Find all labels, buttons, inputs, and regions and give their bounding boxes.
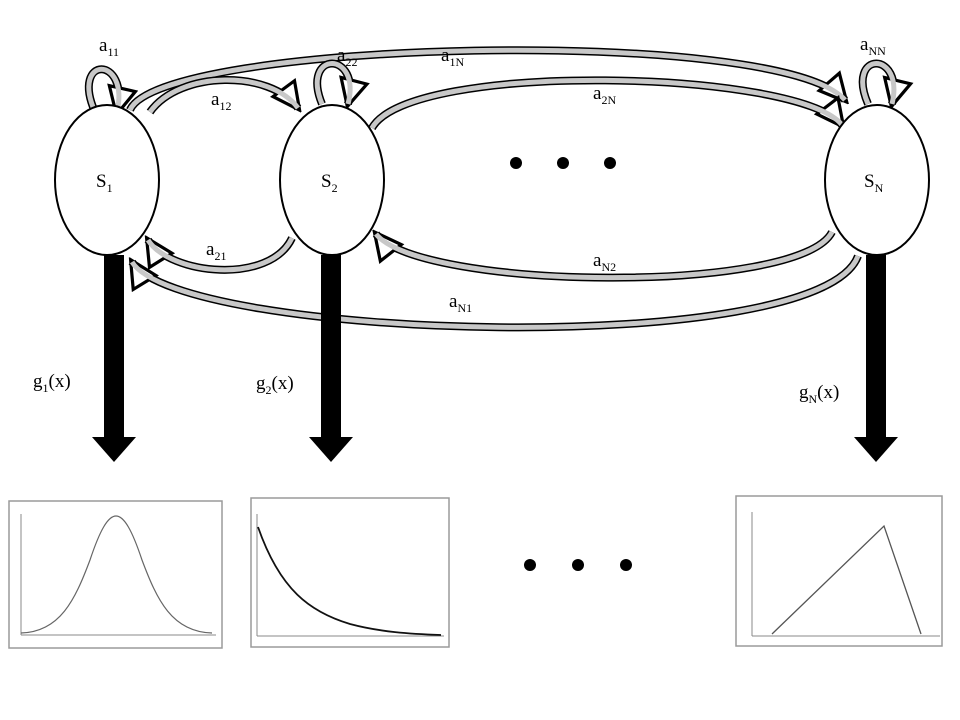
decay-curve: [257, 526, 442, 636]
ellipsis-dot: [620, 559, 632, 571]
label-a22: a22: [337, 45, 357, 69]
label-an1: aN1: [449, 291, 472, 315]
label-a21: a21: [206, 239, 226, 263]
label-ann: aNN: [860, 34, 886, 58]
plot-triangular: [735, 495, 943, 647]
plot-gaussian: [8, 500, 223, 649]
plot-exponential: [250, 497, 450, 648]
label-a11: a11: [99, 35, 119, 59]
ellipsis-dot: [524, 559, 536, 571]
emission-arrow-g2: [309, 255, 353, 462]
state-label-sn: SN: [864, 171, 884, 195]
label-an2: aN2: [593, 250, 616, 274]
emission-arrow-g1: [92, 255, 136, 462]
label-a12: a12: [211, 89, 231, 113]
state-label-s1: S1: [96, 171, 113, 195]
ellipsis-dot: [557, 157, 569, 169]
state-node-s2: [279, 104, 385, 256]
gaussian-curve: [20, 515, 213, 634]
state-node-sn: [824, 104, 930, 256]
ellipsis-dot: [604, 157, 616, 169]
emission-arrow-gn: [854, 255, 898, 462]
label-a2n: a2N: [593, 83, 616, 107]
label-g2: g2(x): [256, 373, 294, 397]
ellipsis-dot: [572, 559, 584, 571]
state-node-s1: [54, 104, 160, 256]
label-a1n: a1N: [441, 45, 464, 69]
label-g1: g1(x): [33, 371, 71, 395]
label-gn: gN(x): [799, 382, 839, 406]
ellipsis-dot: [510, 157, 522, 169]
triangle-curve: [771, 524, 922, 635]
state-label-s2: S2: [321, 171, 338, 195]
